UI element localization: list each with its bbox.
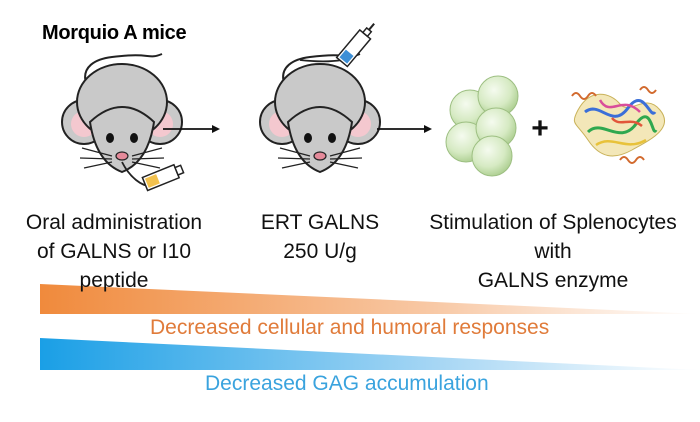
gradient-label-gag: Decreased GAG accumulation bbox=[205, 372, 489, 395]
galns-protein-icon bbox=[571, 86, 666, 164]
step-2-line-1: ERT GALNS bbox=[260, 211, 380, 234]
splenocytes-icon bbox=[445, 75, 519, 177]
step-3-line-1: Stimulation of Splenocytes with bbox=[429, 211, 677, 263]
mouse-1-icon bbox=[61, 53, 183, 173]
gradient-wedge-orange bbox=[40, 284, 700, 314]
step-2-line-2: 250 U/g bbox=[283, 240, 357, 263]
arrow-2 bbox=[377, 125, 432, 133]
arrow-1 bbox=[163, 125, 220, 133]
step-3-caption: Stimulation of Splenocytes with GALNS en… bbox=[408, 208, 698, 295]
injection-syringe-icon bbox=[299, 23, 375, 68]
step-3-line-2: GALNS enzyme bbox=[477, 269, 629, 292]
step-1-line-1: Oral administration bbox=[25, 211, 203, 234]
mouse-2-icon bbox=[259, 53, 381, 173]
title: Morquio A mice bbox=[42, 22, 187, 44]
gradient-label-cellular-humoral: Decreased cellular and humoral responses bbox=[150, 316, 550, 339]
step-1-line-2: of GALNS or I10 peptide bbox=[36, 240, 192, 292]
plus-sign: + bbox=[531, 112, 549, 145]
step-1-caption: Oral administration of GALNS or I10 pept… bbox=[0, 208, 228, 295]
step-2-caption: ERT GALNS 250 U/g bbox=[250, 208, 390, 266]
oral-syringe-icon bbox=[121, 161, 185, 192]
gradient-wedge-blue bbox=[40, 338, 700, 370]
